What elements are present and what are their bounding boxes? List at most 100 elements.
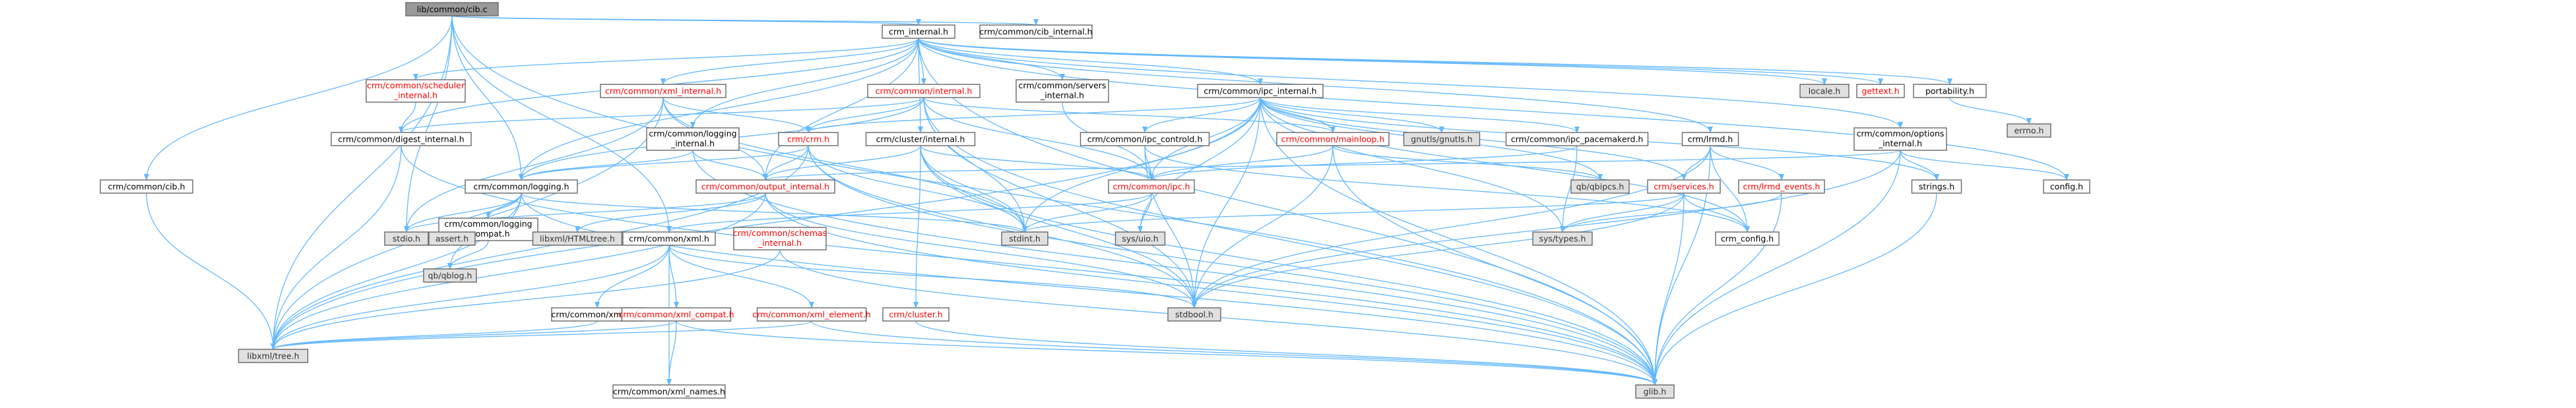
node-box bbox=[423, 268, 477, 283]
node-crm-h[interactable]: crm/crm.h bbox=[778, 132, 839, 146]
node-scheduler-internal[interactable]: crm/common/scheduler_internal.h bbox=[366, 79, 466, 103]
node-label: qb/qblog.h bbox=[428, 271, 472, 281]
node-ipc-h[interactable]: crm/common/ipc.h bbox=[1108, 179, 1195, 194]
node-assert: assert.h bbox=[428, 231, 476, 246]
node-label: crm/lrmd_events.h bbox=[1743, 182, 1820, 192]
node-common-internal[interactable]: crm/common/internal.h bbox=[867, 84, 981, 98]
edge-crm_internal-to-logging bbox=[519, 38, 919, 181]
edge-xml_element-to-libxml_tree bbox=[271, 320, 812, 350]
edge-crm_internal-to-portability bbox=[918, 38, 1952, 85]
node-box bbox=[867, 84, 981, 98]
node-xml-h[interactable]: crm/common/xml.h bbox=[622, 231, 716, 246]
node-logging-internal[interactable]: crm/common/logging_internal.h bbox=[646, 127, 740, 151]
node-box bbox=[1079, 132, 1210, 146]
edge-crm_internal-to-options_internal bbox=[918, 38, 1903, 129]
node-crm-cluster[interactable]: crm/cluster.h bbox=[882, 307, 950, 322]
node-crm-internal[interactable]: crm_internal.h bbox=[882, 24, 955, 39]
edge-lrmd_events-to-glib bbox=[1652, 192, 1782, 386]
node-label: crm_internal.h bbox=[889, 27, 948, 37]
node-lrmd[interactable]: crm/lrmd.h bbox=[1681, 132, 1739, 146]
node-output-internal[interactable]: crm/common/output_internal.h bbox=[695, 179, 835, 194]
node-ipc-internal[interactable]: crm/common/ipc_internal.h bbox=[1197, 84, 1324, 98]
edge-root-to-stdio bbox=[404, 15, 453, 233]
edge-xml_io-to-libxml_tree bbox=[271, 320, 598, 350]
edge-output_internal-to-libxml_tree bbox=[271, 192, 766, 350]
edge-logging_compat-to-qblog bbox=[447, 240, 489, 270]
node-mainloop[interactable]: crm/common/mainloop.h bbox=[1276, 132, 1390, 146]
node-box bbox=[1799, 84, 1850, 98]
node-box bbox=[882, 307, 950, 322]
edge-root-to-cib_internal bbox=[451, 15, 1038, 26]
edge-root-to-libxml_tree bbox=[271, 15, 453, 350]
edge-xml_h-to-libxml_tree bbox=[271, 245, 670, 350]
edge-common_internal-to-glib bbox=[923, 97, 1658, 386]
node-ipc-pacemakerd[interactable]: crm/common/ipc_pacemakerd.h bbox=[1505, 132, 1649, 146]
edge-ipc_internal-to-ipc_pacemakerd bbox=[1260, 97, 1580, 133]
edge-xml_element-to-glib bbox=[811, 320, 1658, 386]
node-label: stdbool.h bbox=[1175, 310, 1213, 320]
node-label: crm/services.h bbox=[1654, 182, 1714, 192]
edge-logging-to-libxml_tree bbox=[271, 192, 522, 350]
node-options-internal[interactable]: crm/common/options_internal.h bbox=[1853, 127, 1947, 151]
node-logging[interactable]: crm/common/logging.h bbox=[465, 179, 578, 194]
edge-ipc_internal-to-gnutls bbox=[1260, 97, 1444, 133]
node-servers-internal[interactable]: crm/common/servers_internal.h bbox=[1015, 79, 1109, 103]
node-digest-internal[interactable]: crm/common/digest_internal.h bbox=[331, 132, 472, 146]
edge-xml_internal-to-crm_h bbox=[662, 97, 811, 133]
edge-xml_h-to-xml_element bbox=[668, 245, 814, 308]
edge-ipc_internal-to-ipc_controld bbox=[1142, 97, 1261, 133]
node-cluster-internal[interactable]: crm/cluster/internal.h bbox=[865, 132, 976, 146]
edge-xml_h-to-xml_io bbox=[595, 245, 670, 308]
edge-logging_internal-to-logging bbox=[519, 150, 693, 181]
node-cib-internal[interactable]: crm/common/cib_internal.h bbox=[979, 24, 1093, 39]
node-box bbox=[238, 349, 309, 363]
node-box bbox=[100, 179, 193, 194]
node-box bbox=[1167, 307, 1221, 322]
node-htmltree: libxml/HTMLtree.h bbox=[532, 231, 623, 246]
node-label: crm/common/scheduler bbox=[367, 80, 465, 90]
node-label: sys/types.h bbox=[1539, 234, 1586, 244]
node-xml-compat[interactable]: crm/common/xml_compat.h bbox=[618, 307, 734, 322]
node-xml-names[interactable]: crm/common/xml_names.h bbox=[612, 384, 726, 399]
node-xml-io[interactable]: crm/common/xml_io.h bbox=[551, 307, 643, 322]
edge-common_internal-to-digest_internal bbox=[399, 97, 924, 133]
node-box bbox=[600, 84, 726, 98]
edge-ipc_internal-to-stdint bbox=[1022, 97, 1261, 233]
edge-ipc_pacemakerd-to-ipc_h bbox=[1149, 145, 1578, 181]
node-label: crm/common/xml_names.h bbox=[613, 387, 725, 397]
edge-services-to-stdbool bbox=[1192, 192, 1685, 308]
node-xml-element[interactable]: crm/common/xml_element.h bbox=[752, 307, 871, 322]
edge-crm_internal-to-output_internal bbox=[763, 38, 919, 181]
node-label: crm/common/logging bbox=[649, 129, 736, 138]
edge-lrmd-to-services bbox=[1681, 145, 1711, 181]
node-lrmd-events[interactable]: crm/lrmd_events.h bbox=[1738, 179, 1825, 194]
node-label: portability.h bbox=[1925, 86, 1974, 96]
node-qbipcs: qb/qbipcs.h bbox=[1570, 179, 1630, 194]
node-root[interactable]: lib/common/cib.c bbox=[405, 2, 499, 16]
node-strings[interactable]: strings.h bbox=[1911, 179, 1962, 194]
node-config[interactable]: config.h bbox=[2043, 179, 2090, 194]
node-xml-internal[interactable]: crm/common/xml_internal.h bbox=[600, 84, 726, 98]
node-crm-config[interactable]: crm_config.h bbox=[1715, 231, 1780, 246]
node-portability[interactable]: portability.h bbox=[1913, 84, 1987, 98]
node-box bbox=[1647, 179, 1721, 194]
node-label: crm/common/xml_internal.h bbox=[605, 86, 721, 96]
node-box bbox=[1108, 179, 1195, 194]
node-ipc-controld[interactable]: crm/common/ipc_controld.h bbox=[1079, 132, 1210, 146]
edge-crm_internal-to-logging_internal bbox=[690, 38, 919, 129]
node-box bbox=[2007, 123, 2051, 138]
node-label: crm/cluster/internal.h bbox=[876, 134, 965, 144]
node-systypes: sys/types.h bbox=[1532, 231, 1593, 246]
edge-mainloop-to-glib bbox=[1332, 145, 1658, 386]
edge-cib_h-to-libxml_tree bbox=[146, 192, 276, 350]
node-cib-h[interactable]: crm/common/cib.h bbox=[100, 179, 193, 194]
node-label: crm/common/xml_compat.h bbox=[618, 310, 734, 320]
node-errno: errno.h bbox=[2007, 123, 2051, 138]
node-label: crm/common/ipc_internal.h bbox=[1204, 86, 1316, 96]
node-gettext[interactable]: gettext.h bbox=[1856, 84, 1905, 98]
node-label: crm/common/mainloop.h bbox=[1281, 134, 1385, 144]
node-schemas-internal[interactable]: crm/common/schemas_internal.h bbox=[733, 227, 827, 250]
node-box bbox=[1715, 231, 1780, 246]
node-services[interactable]: crm/services.h bbox=[1647, 179, 1721, 194]
edge-ipc_h-to-stdint bbox=[1022, 192, 1152, 233]
